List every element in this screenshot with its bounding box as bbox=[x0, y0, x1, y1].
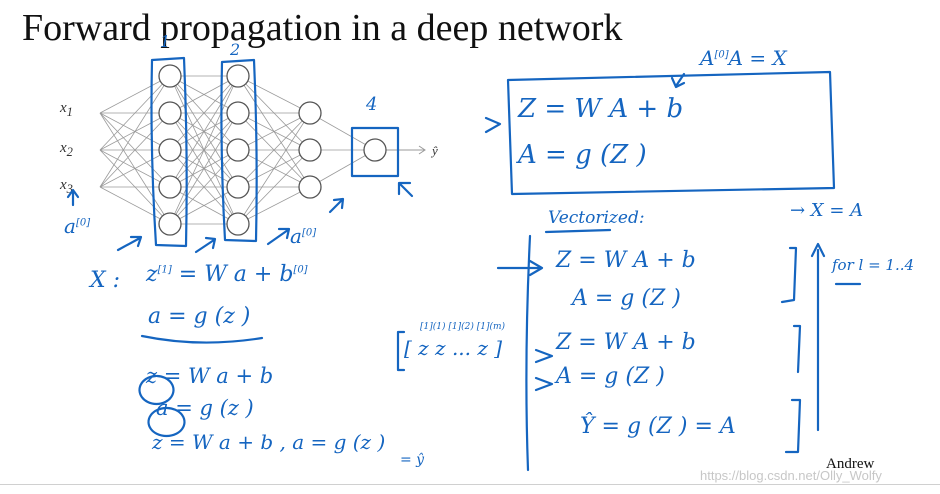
x-equals-a0: → X = A bbox=[790, 200, 864, 221]
for-loop-note: for l = 1..4 bbox=[832, 256, 915, 274]
watermark: https://blog.csdn.net/Olly_Wolfy bbox=[700, 468, 882, 483]
network-edge bbox=[169, 75, 239, 225]
network-edge bbox=[309, 149, 376, 188]
right-bracket-1 bbox=[780, 246, 798, 304]
arrow-alias bbox=[670, 72, 686, 89]
arrow-layer1 bbox=[116, 235, 143, 252]
input-x3: x3 bbox=[60, 177, 73, 196]
z2-circle bbox=[138, 374, 175, 406]
matrix-left-bracket bbox=[396, 330, 406, 372]
box-eq-a: A = g (Z ) bbox=[518, 140, 647, 170]
vec-eq-a2: A = g (Z ) bbox=[556, 364, 665, 389]
network-node bbox=[226, 138, 250, 162]
network-node bbox=[158, 175, 182, 199]
layer2-box bbox=[220, 58, 258, 243]
vectorized-underline bbox=[544, 228, 612, 234]
bottom-rule bbox=[0, 484, 940, 485]
layer-number-1: 1 bbox=[160, 32, 171, 51]
network-node bbox=[226, 175, 250, 199]
summary-box bbox=[506, 70, 836, 196]
a0-near-network: a[0] bbox=[290, 224, 317, 248]
a0-input-label: a[0] bbox=[64, 214, 91, 238]
network-node bbox=[226, 64, 250, 88]
a2-circle bbox=[147, 406, 186, 438]
loop-arrow bbox=[810, 242, 826, 432]
layer-number-2: 2 bbox=[230, 40, 241, 59]
eq-z2: z = W a + b bbox=[146, 364, 274, 388]
network-edge bbox=[99, 75, 171, 151]
network-edge bbox=[169, 186, 239, 225]
arrow-a0 bbox=[66, 188, 80, 207]
right-bracket-3 bbox=[784, 398, 802, 454]
network-edge bbox=[169, 112, 239, 225]
network-edge bbox=[237, 112, 311, 151]
layer-number-4: 4 bbox=[366, 94, 378, 115]
author-name: Andrew bbox=[826, 456, 875, 472]
network-edge bbox=[309, 112, 376, 151]
slide-title: Forward propagation in a deep network bbox=[22, 7, 623, 49]
vec-eq-z1: Z = W A + b bbox=[556, 248, 696, 273]
arrow-vectorized-left bbox=[496, 259, 544, 277]
z-matrix: [ z z ... z ] bbox=[404, 336, 503, 360]
z-matrix-superscripts: [1](1) [1](2) [1](m) bbox=[420, 322, 506, 332]
x-colon-label: X : bbox=[90, 268, 121, 293]
output-arrow bbox=[386, 145, 426, 155]
vectorized-heading: Vectorized: bbox=[548, 208, 645, 228]
network-edge bbox=[169, 75, 239, 188]
box-eq-z: Z = W A + b bbox=[518, 94, 684, 124]
output-yhat: ŷ bbox=[432, 143, 438, 158]
alias-a0-x: A[0]A = X bbox=[700, 46, 787, 70]
network-edge bbox=[99, 186, 171, 225]
eq-z1: z[1] = W a + b[0] bbox=[146, 262, 308, 287]
network-node bbox=[158, 101, 182, 125]
arrow-output bbox=[397, 181, 414, 198]
network-edge bbox=[99, 112, 171, 188]
network-edge bbox=[237, 112, 311, 188]
input-x1: x1 bbox=[60, 100, 73, 119]
vec-eq-z2: Z = W A + b bbox=[556, 330, 696, 355]
a1-underline bbox=[140, 334, 264, 344]
network-node bbox=[298, 138, 322, 162]
right-bracket-2 bbox=[792, 324, 802, 374]
arrow-layer3 bbox=[266, 227, 291, 246]
network-edge bbox=[237, 75, 311, 114]
arrow-v4 bbox=[534, 376, 554, 392]
vec-eq-a1: A = g (Z ) bbox=[572, 286, 681, 311]
network-node bbox=[363, 138, 387, 162]
network-node bbox=[298, 175, 322, 199]
network-edge bbox=[169, 75, 239, 114]
eq-z4-a4: z = W a + b , a = g (z ) bbox=[152, 430, 386, 454]
network-edge bbox=[237, 112, 311, 225]
eq-a2: a = g (z ) bbox=[156, 396, 254, 420]
network-node bbox=[158, 212, 182, 236]
network-node bbox=[158, 138, 182, 162]
network-node bbox=[298, 101, 322, 125]
vertical-divider bbox=[525, 234, 532, 472]
yhat-equals: = ŷ bbox=[400, 452, 425, 468]
network-edge bbox=[237, 186, 311, 225]
arrow-layer2 bbox=[194, 236, 217, 254]
network-edge bbox=[169, 149, 239, 225]
network-node bbox=[226, 212, 250, 236]
arrow-layer4-up bbox=[328, 197, 345, 214]
vec-eq-yhat: Ŷ = g (Z ) = A bbox=[580, 414, 736, 439]
output-box bbox=[350, 126, 400, 178]
network-edge bbox=[237, 149, 311, 225]
network-edge bbox=[169, 75, 239, 151]
arrow-to-box bbox=[484, 116, 502, 134]
arrow-v3 bbox=[534, 348, 554, 364]
network-edge bbox=[99, 75, 171, 188]
layer1-box bbox=[150, 56, 188, 248]
network-node bbox=[158, 64, 182, 88]
eq-a1: a = g (z ) bbox=[148, 304, 251, 329]
network-edge bbox=[99, 149, 171, 188]
network-node bbox=[226, 101, 250, 125]
input-x2: x2 bbox=[60, 140, 73, 159]
network-edge bbox=[99, 75, 171, 114]
